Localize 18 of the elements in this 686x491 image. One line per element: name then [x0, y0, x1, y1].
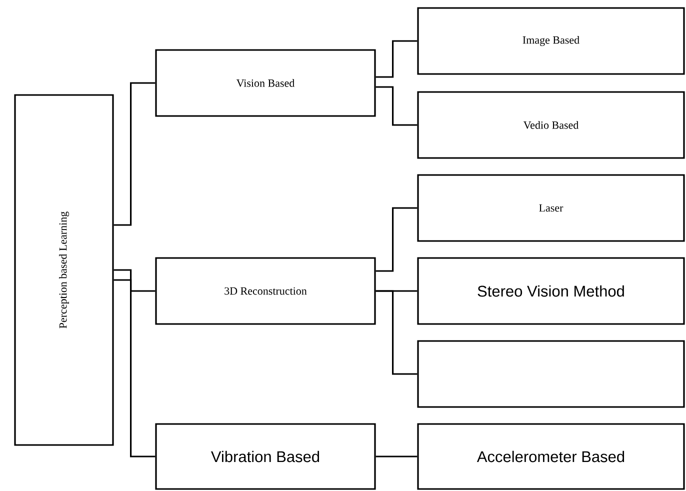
process-box: 3D Reconstruction	[155, 257, 376, 325]
process-box: Vibration Based	[155, 423, 376, 490]
connector-line	[376, 207, 418, 272]
connector-line	[114, 269, 156, 292]
connector-line	[376, 290, 418, 375]
process-box: Vision Based	[155, 49, 376, 117]
process-box: Accelerometer Based	[417, 423, 685, 490]
connector-line	[114, 279, 156, 458]
connector-line	[376, 86, 418, 126]
process-box: Image Based	[417, 7, 685, 75]
process-box: Stereo Vision Method	[417, 257, 685, 325]
process-box: Perception based Learning	[14, 94, 114, 446]
connector-line	[376, 456, 418, 458]
empty-box	[417, 340, 685, 408]
connector-line	[114, 82, 156, 226]
process-box: Laser	[417, 174, 685, 242]
connector-line	[376, 40, 418, 78]
process-box: Vedio Based	[417, 91, 685, 159]
